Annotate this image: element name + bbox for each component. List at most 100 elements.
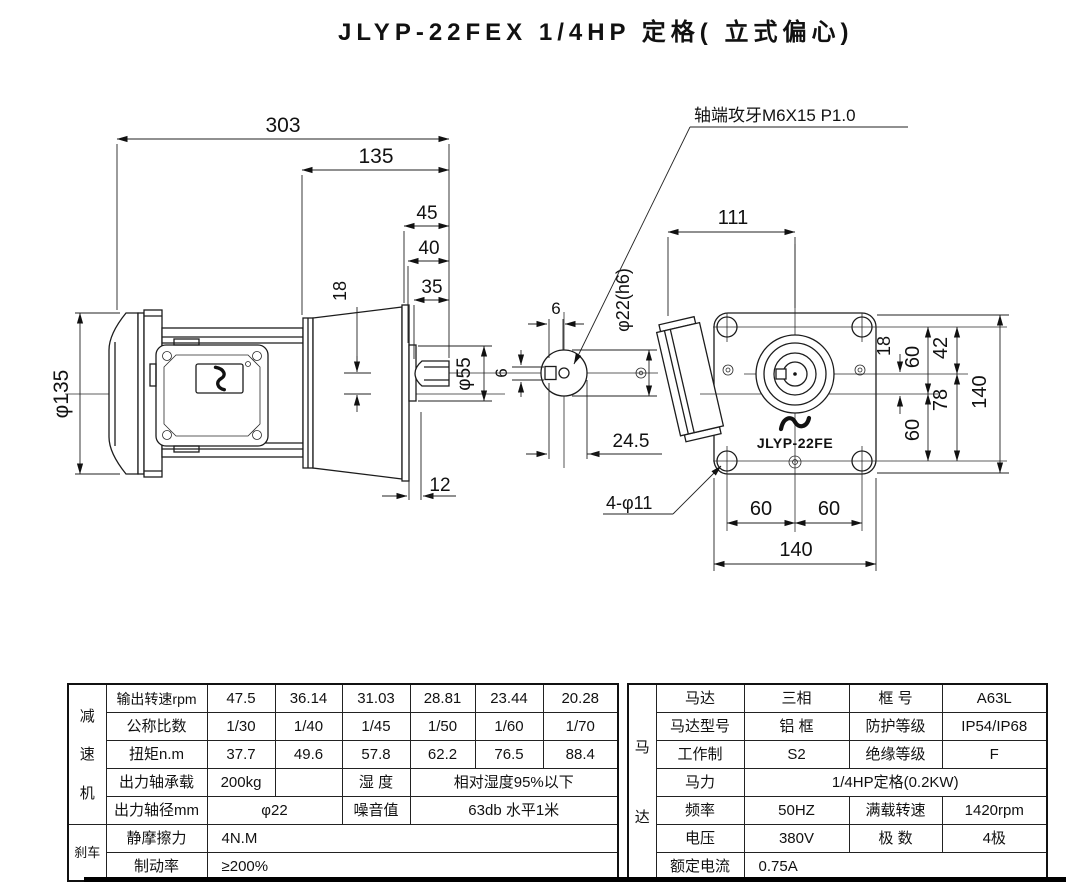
cell-value: 1/40: [274, 712, 343, 741]
sheet-border-rule: [84, 877, 1066, 882]
cell-value: A63L: [941, 683, 1048, 713]
row-label: 额定电流: [655, 852, 745, 882]
cell-value: 1/30: [206, 712, 276, 741]
group-brake: 刹车: [67, 824, 107, 882]
dim-40: 40: [418, 238, 439, 259]
dim-gearhead-length: 135: [358, 145, 393, 168]
row-label: 马力: [655, 768, 745, 797]
row-label: 电压: [655, 824, 745, 853]
cell-value: 1/45: [341, 712, 411, 741]
table-row: 电压 380V 极 数 4极: [628, 824, 1048, 853]
table-row: 工作制 S2 绝缘等级 F: [628, 740, 1048, 769]
dim-35: 35: [421, 277, 442, 298]
cell-value: F: [941, 740, 1048, 769]
front-view-dimensions: 111 18 60 60 42 78 140 60 60: [603, 207, 1009, 571]
side-view: φ135 303 135 45 40 35: [50, 114, 658, 500]
table-row: 公称比数 1/30 1/40 1/45 1/50 1/60 1/70: [68, 712, 619, 741]
cell-value: 62.2: [409, 740, 476, 769]
cell-value: 50HZ: [743, 796, 850, 825]
cell-value: 铝 框: [743, 712, 850, 741]
cell-value: 4N.M: [206, 824, 619, 853]
dim-width-140: 140: [779, 539, 812, 561]
cell-value: 28.81: [409, 683, 476, 713]
table-row: 马力 1/4HP定格(0.2KW): [628, 768, 1048, 797]
cell-value: 63db 水平1米: [409, 796, 619, 825]
table-row: 刹车 静摩擦力 4N.M: [67, 824, 619, 882]
table-row: 出力轴径mm φ22 噪音值 63db 水平1米: [68, 796, 619, 825]
cell-value: 0.75A: [743, 852, 1048, 882]
row-label: 防护等级: [848, 712, 943, 741]
dim-key-height: 6: [492, 368, 511, 377]
dim-60-lower: 60: [902, 419, 924, 441]
dim-78: 78: [930, 389, 952, 411]
cell-value: ≥200%: [206, 852, 619, 882]
table-row: 制动率 ≥200%: [68, 852, 619, 882]
cell-value: 20.28: [542, 683, 619, 713]
cell-value: 1/60: [474, 712, 544, 741]
row-label: 频率: [655, 796, 745, 825]
dim-60-upper: 60: [902, 346, 924, 368]
row-label: 公称比数: [105, 712, 208, 741]
table-row: 频率 50HZ 满载转速 1420rpm: [628, 796, 1048, 825]
row-label: 极 数: [848, 824, 943, 853]
cell-value: 47.5: [206, 683, 276, 713]
row-label: 输出转速rpm: [105, 683, 208, 713]
dim-shaft-diameter: φ22(h6): [613, 268, 633, 332]
table-row: 扭矩n.m 37.7 49.6 57.8 62.2 76.5 88.4: [68, 740, 619, 769]
cell-key: 湿 度: [341, 768, 411, 797]
side-output-shaft: [414, 360, 450, 387]
cell-value: 200kg: [206, 768, 276, 797]
group-reducer: 减 速 机: [67, 683, 107, 825]
cell-value: 57.8: [341, 740, 411, 769]
output-boss: [755, 334, 835, 414]
dim-boss-diameter: φ55: [454, 357, 475, 390]
dim-pitch-60-right: 60: [818, 498, 840, 520]
cell-value: 1/4HP定格(0.2KW): [743, 768, 1048, 797]
dim-42: 42: [930, 337, 952, 359]
row-label: 出力轴径mm: [105, 796, 208, 825]
cell-value: 76.5: [474, 740, 544, 769]
motor-spec-table: 马 达 马达 三相 框 号 A63L 马达型号 铝 框 防护等级 IP54/IP…: [627, 683, 1048, 882]
row-label: 扭矩n.m: [105, 740, 208, 769]
table-row: 马达型号 铝 框 防护等级 IP54/IP68: [628, 712, 1048, 741]
cell-key: 噪音值: [341, 796, 411, 825]
shaft-tap-note: 轴端攻牙M6X15 P1.0: [694, 106, 856, 125]
row-label: 绝缘等级: [848, 740, 943, 769]
row-label: 马达: [655, 683, 745, 713]
page-title: JLYP-22FEX 1/4HP 定格( 立式偏心): [338, 19, 854, 46]
dim-boss-length: 12: [429, 475, 450, 496]
side-gearhead-cone: [312, 306, 403, 480]
table-row: 出力轴承载 200kg 湿 度 相对湿度95%以下: [68, 768, 619, 797]
dim-45: 45: [416, 203, 437, 224]
cell-value: φ22: [206, 796, 343, 825]
reducer-spec-table: 减 速 机 输出转速rpm 47.5 36.14 31.03 28.81 23.…: [67, 683, 619, 882]
group-motor: 马 达: [627, 683, 657, 882]
front-model-label: JLYP-22FE: [757, 435, 833, 451]
cell-value: 4极: [941, 824, 1048, 853]
cell-value: 37.7: [206, 740, 276, 769]
dim-pitch-60-left: 60: [750, 498, 772, 520]
cell-value: IP54/IP68: [941, 712, 1048, 741]
cell-value: 380V: [743, 824, 850, 853]
engineering-drawing: φ135 303 135 45 40 35: [50, 106, 1009, 571]
side-cover-plate: [155, 344, 269, 447]
cell-value: 49.6: [274, 740, 343, 769]
row-label: 框 号: [848, 683, 943, 713]
shaft-keyway: [544, 365, 557, 381]
dim-offset-18-side: 18: [330, 281, 350, 301]
dim-height-140: 140: [969, 375, 991, 408]
front-view: JLYP-22FE 111 18 60 60 42 78: [603, 207, 1009, 571]
row-label: 出力轴承载: [105, 768, 208, 797]
row-label: 制动率: [105, 852, 208, 882]
table-row: 减 速 机 输出转速rpm 47.5 36.14 31.03 28.81 23.…: [67, 683, 619, 825]
terminal-box: [655, 315, 725, 443]
table-row: 马 达 马达 三相 框 号 A63L: [627, 683, 1048, 882]
side-view-dimensions: φ135 303 135 45 40 35: [50, 114, 492, 500]
row-label: 工作制: [655, 740, 745, 769]
dim-111: 111: [718, 207, 748, 229]
side-bell-cover: [108, 312, 139, 475]
cell-value: 88.4: [542, 740, 619, 769]
cell-value: 1420rpm: [941, 796, 1048, 825]
dim-overall-length: 303: [265, 114, 300, 137]
